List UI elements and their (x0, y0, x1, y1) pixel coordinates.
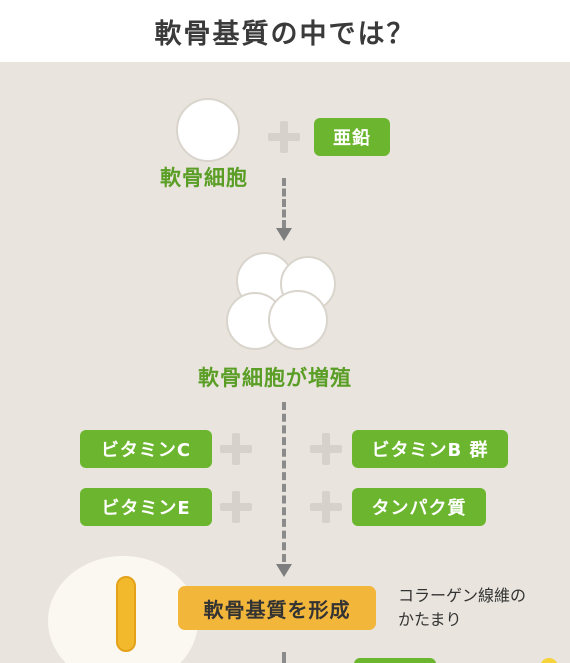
page-title: 軟骨基質の中では？ (154, 18, 416, 50)
vitamin-c-tag: ビタミンC (80, 430, 212, 468)
cartilage-cell-label: 軟骨細胞 (160, 166, 248, 190)
header: 軟骨基質の中では？ (0, 0, 570, 62)
cell-cluster-icon (226, 252, 338, 352)
connector-dashed-line (282, 652, 286, 663)
cartilage-cell-icon (176, 98, 240, 162)
arrow-down-icon (276, 228, 292, 241)
plus-icon (310, 433, 342, 465)
plus-icon (220, 433, 252, 465)
collagen-note-line: コラーゲン線維の (398, 586, 527, 605)
plus-icon (268, 121, 300, 153)
collagen-note: コラーゲン線維の かたまり (398, 584, 526, 632)
collagen-note-line: かたまり (398, 610, 462, 629)
collagen-fiber-icon (116, 576, 136, 652)
proliferation-label: 軟骨細胞が増殖 (198, 366, 352, 390)
diagram-panel: 亜鉛 軟骨細胞 軟骨細胞が増殖 ビタミンC ビタミンB 群 ビタミンE タンパク… (0, 62, 570, 663)
yellow-dot-partial (540, 658, 558, 663)
plus-icon (220, 491, 252, 523)
cell-icon (268, 290, 328, 350)
matrix-formation-tag: 軟骨基質を形成 (178, 586, 376, 630)
plus-icon (310, 491, 342, 523)
connector-dashed-line (282, 178, 286, 228)
zinc-tag: 亜鉛 (314, 118, 390, 156)
connector-dashed-line (282, 402, 286, 562)
protein-tag: タンパク質 (352, 488, 486, 526)
arrow-down-icon (276, 564, 292, 577)
vitamin-b-tag: ビタミンB 群 (352, 430, 508, 468)
vitamin-e-tag: ビタミンE (80, 488, 212, 526)
next-tag-partial (354, 658, 436, 663)
